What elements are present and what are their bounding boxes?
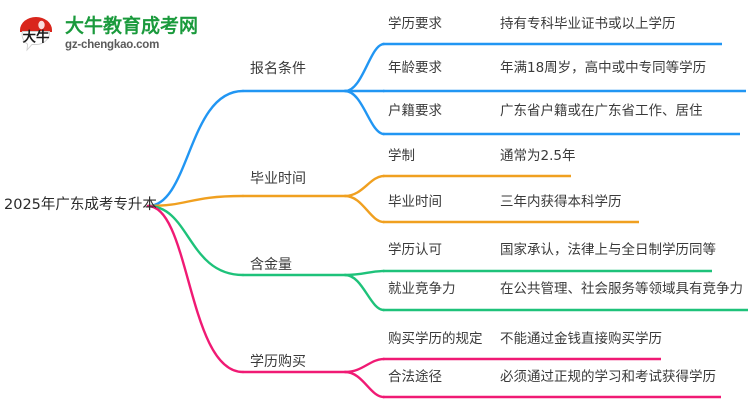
sub-label-1-0[interactable]: 学制 [388,148,415,164]
sub-label-3-1[interactable]: 合法途径 [388,369,442,385]
sub-label-3-0[interactable]: 购买学历的规定 [388,331,483,347]
leaf-label-0-0[interactable]: 持有专科毕业证书或以上学历 [500,16,676,32]
leaf-label-0-2[interactable]: 广东省户籍或在广东省工作、居住 [500,103,703,119]
sub-label-2-0[interactable]: 学历认可 [388,242,442,258]
leaf-label-2-0[interactable]: 国家承认，法律上与全日制学历同等 [500,242,716,258]
sub-label-1-1[interactable]: 毕业时间 [388,194,442,210]
branch-label-1[interactable]: 毕业时间 [250,171,306,187]
branch-label-3[interactable]: 学历购买 [250,354,306,370]
connector-path [343,357,386,374]
svg-text:大牛: 大牛 [23,29,50,46]
logo-cn-text: 大牛教育成考网 [65,15,199,38]
leaf-label-0-1[interactable]: 年满18周岁，高中或中专同等学历 [500,60,707,76]
sub-label-0-2[interactable]: 户籍要求 [388,103,442,119]
connector-path [146,204,245,277]
connector-path [343,89,386,136]
leaf-label-2-1[interactable]: 在公共管理、社会服务等领域具有竞争力 [500,281,743,297]
branch-label-0[interactable]: 报名条件 [250,61,306,77]
site-logo: 大牛 大牛教育成考网 gz-chengkao.com [14,10,234,60]
leaf-label-1-1[interactable]: 三年内获得本科学历 [500,194,622,210]
sub-label-0-1[interactable]: 年龄要求 [388,60,442,76]
connector-path [343,174,386,198]
branch-label-2[interactable]: 含金量 [250,257,292,273]
leaf-label-3-0[interactable]: 不能通过金钱直接购买学历 [500,331,662,347]
leaf-label-3-1[interactable]: 必须通过正规的学习和考试获得学历 [500,369,716,385]
sub-label-0-0[interactable]: 学历要求 [388,16,442,32]
connector-path [343,370,386,399]
connector-path [343,42,386,93]
connector-path [146,204,245,374]
daniu-bull-logo-icon: 大牛 [14,13,58,57]
sub-label-2-1[interactable]: 就业竞争力 [388,281,456,297]
connector-path [146,194,245,208]
root-node-label[interactable]: 2025年广东成考专升本 [4,197,157,213]
connector-path [343,269,386,277]
connector-path [146,89,245,208]
leaf-label-1-0[interactable]: 通常为2.5年 [500,148,576,164]
connector-path [343,273,386,312]
logo-en-text: gz-chengkao.com [65,39,160,52]
connector-path [343,194,386,224]
